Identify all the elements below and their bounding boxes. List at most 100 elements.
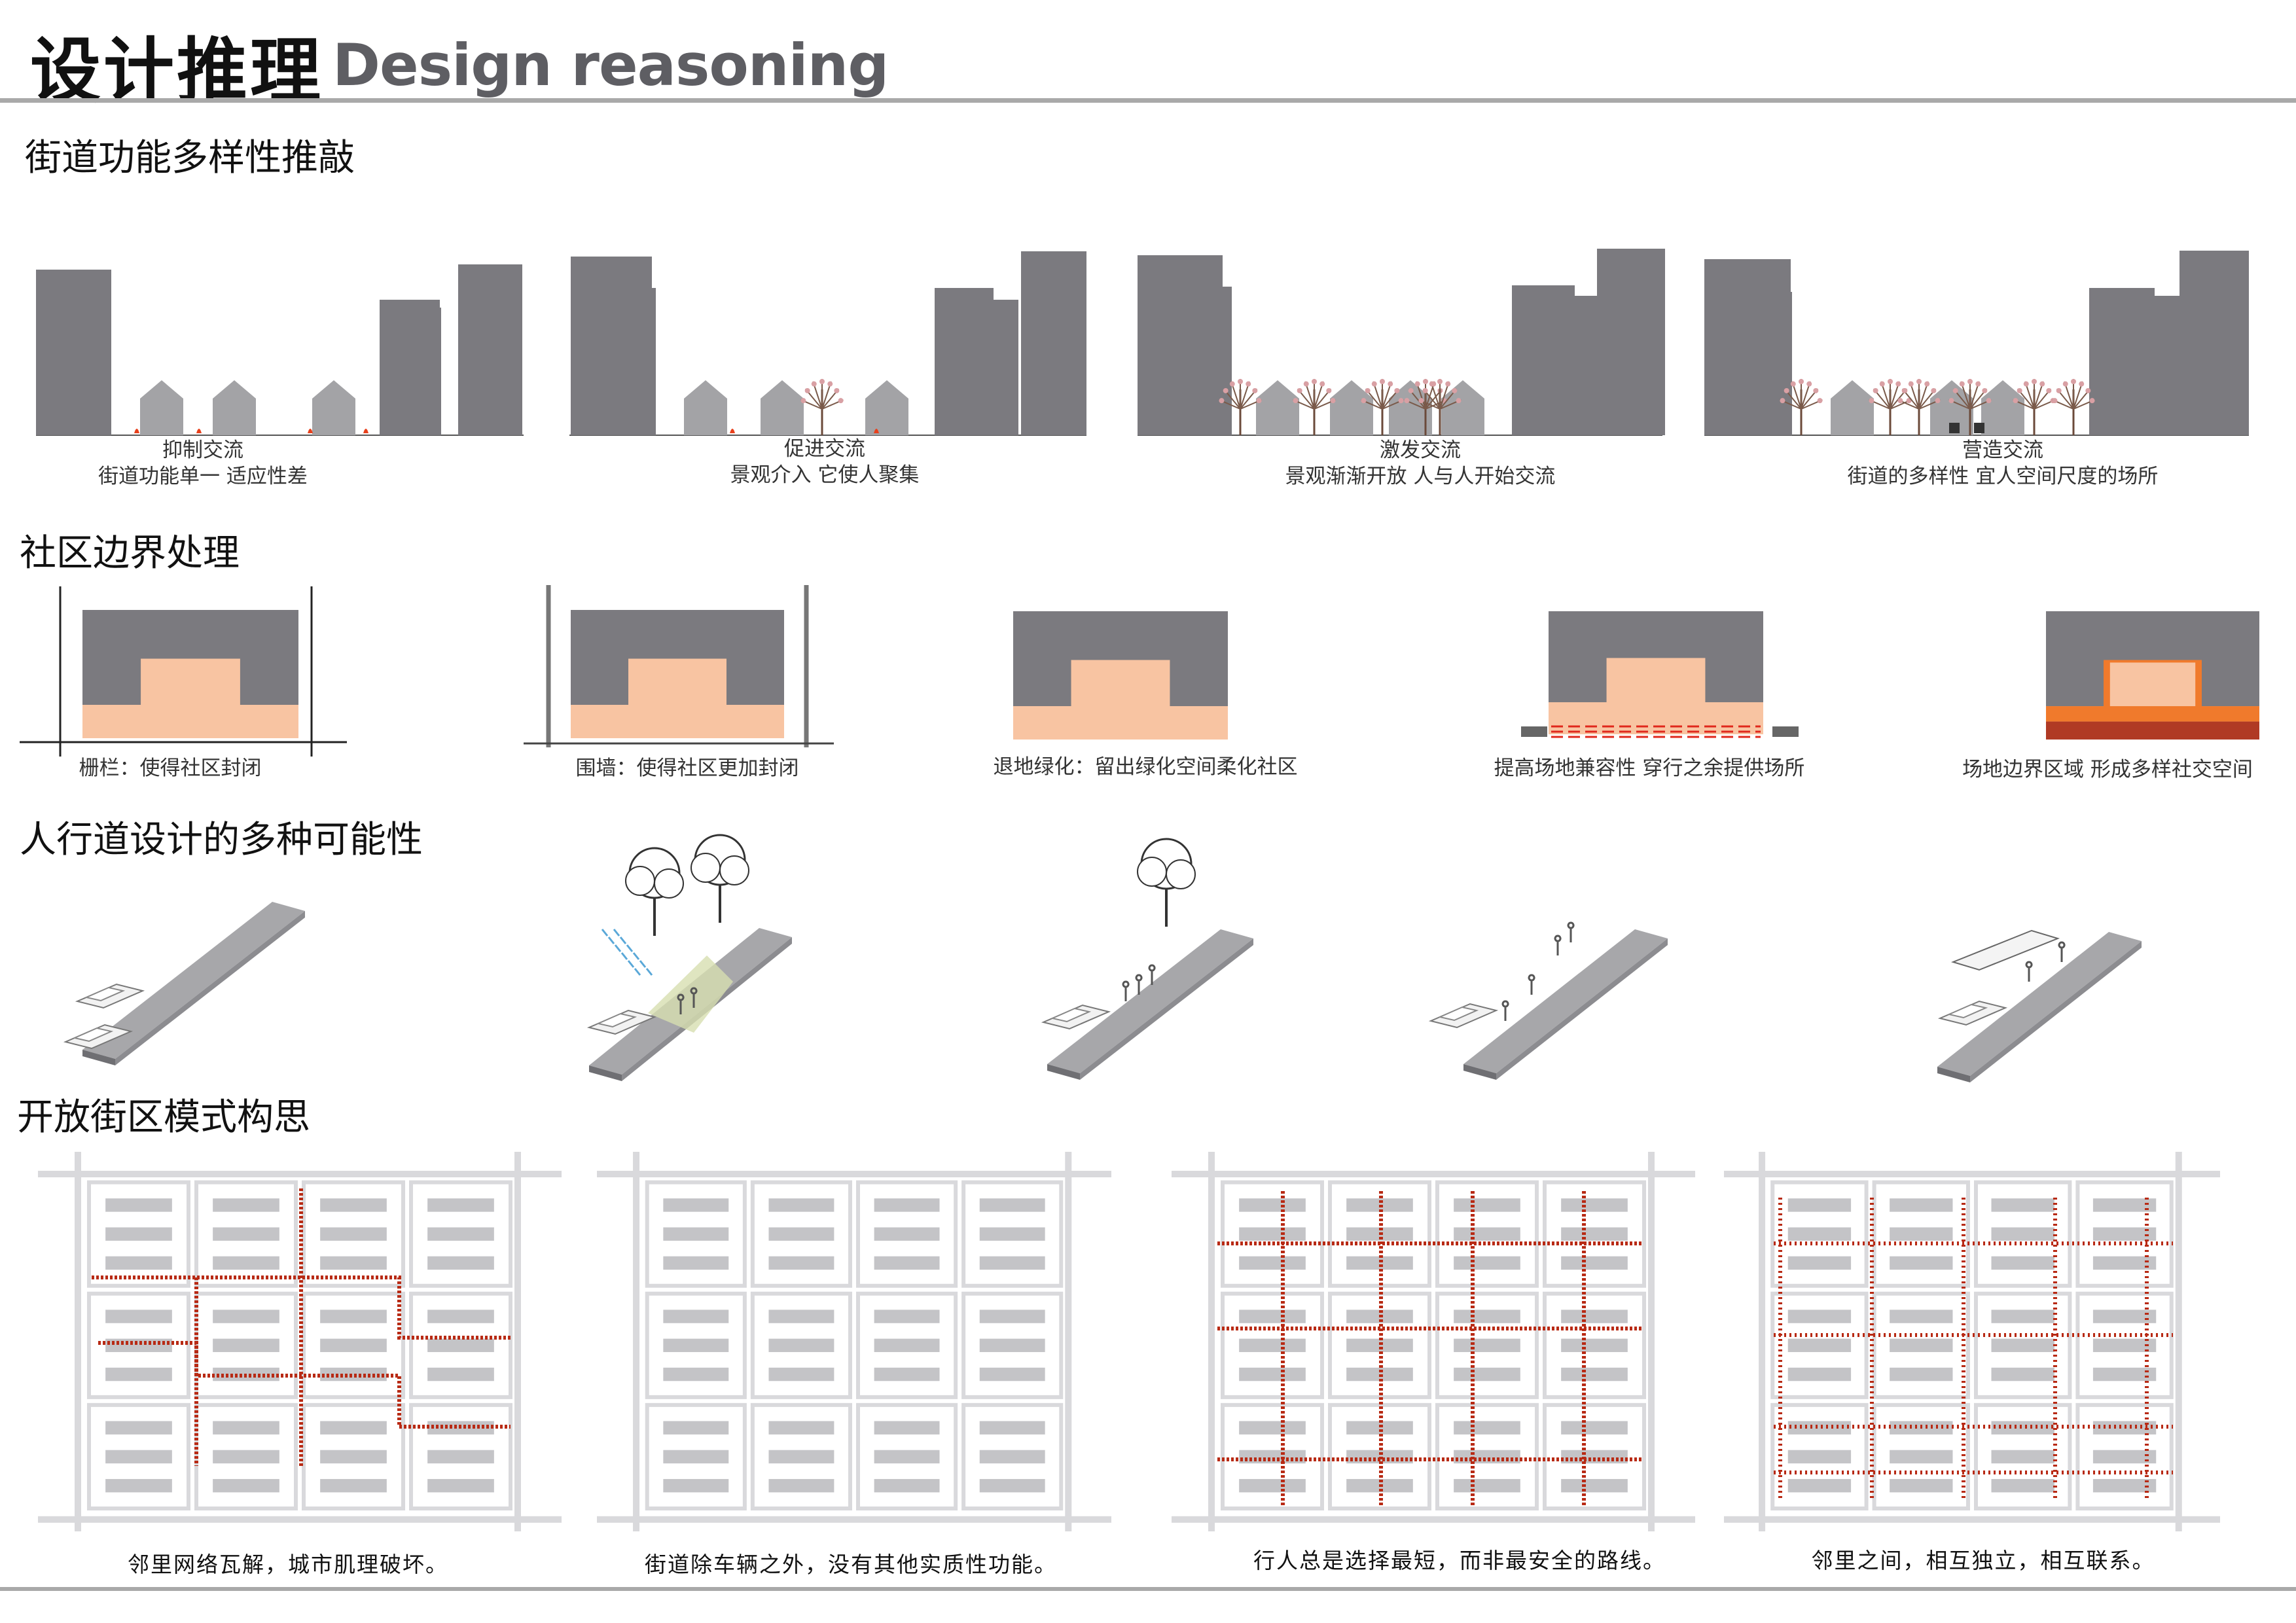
tree-blossom [1238, 379, 1243, 384]
block-outline [1221, 1291, 1324, 1399]
block-outline [1221, 1180, 1324, 1288]
pedestrian [690, 987, 698, 1008]
block-diagram-4 [1724, 1152, 2220, 1531]
tree-blossom [1422, 387, 1428, 393]
building-footprint [1561, 1338, 1628, 1353]
block-outline [1435, 1291, 1539, 1399]
building-footprint [213, 1198, 279, 1212]
tree-blossom [1445, 381, 1451, 387]
building-footprint [213, 1450, 279, 1464]
building-footprint [874, 1450, 940, 1464]
tree [1219, 379, 1262, 435]
boundary-caption-4: 提高场地兼容性 穿行之余提供场所 [1494, 757, 1805, 780]
boundary-caption-5: 场地边界区域 形成多样社交空间 [1962, 758, 2253, 781]
car-roof [1050, 1007, 1092, 1023]
sidewalk-edge [82, 1050, 115, 1065]
flame-mark [134, 429, 139, 433]
tower [2153, 296, 2182, 435]
building-footprint [663, 1421, 729, 1435]
building-footprint [427, 1450, 494, 1464]
tower [419, 308, 441, 435]
block-caption-3: 行人总是选择最短，而非最安全的路线。 [1253, 1548, 1666, 1573]
tree-blossom [1319, 381, 1325, 387]
fence-block [82, 610, 298, 738]
street-v [1648, 1152, 1655, 1531]
building-footprint [2092, 1227, 2157, 1241]
building-footprint [1561, 1367, 1628, 1382]
building-footprint [1787, 1256, 1852, 1270]
tree-blossom [1293, 398, 1299, 404]
block-outline [1543, 1402, 1646, 1511]
block-outline [1770, 1291, 1869, 1399]
house [1831, 380, 1874, 435]
building-footprint [213, 1478, 279, 1493]
tree-blossom [838, 398, 844, 404]
flame-mark [874, 429, 879, 433]
building-footprint [1561, 1256, 1628, 1270]
block-outline [409, 1291, 512, 1399]
building-footprint [979, 1198, 1045, 1212]
tree-blossom [1365, 387, 1371, 393]
community-frontage [1013, 706, 1228, 740]
block-outline [1328, 1180, 1431, 1288]
block-outline [750, 1402, 852, 1511]
sidewalk-diagrams [63, 834, 2142, 1082]
rain-mark [601, 929, 620, 936]
tree-blossom [1967, 379, 1973, 384]
tree-blossom [1986, 398, 1992, 404]
sidewalk-3 [1047, 929, 1253, 1080]
block-outline [194, 1291, 298, 1399]
tree-blossom [1394, 387, 1400, 393]
boundary-diagrams [20, 585, 2259, 757]
tower [2089, 288, 2155, 435]
block-outline [1974, 1291, 2072, 1399]
tree-blossom [834, 387, 840, 393]
building-footprint [427, 1198, 494, 1212]
tree-blossom [1388, 381, 1393, 387]
street-v [514, 1152, 521, 1531]
building-footprint [979, 1227, 1045, 1241]
tree [1780, 379, 1823, 435]
building-footprint [105, 1256, 172, 1270]
building-footprint [1890, 1478, 1953, 1493]
building-footprint [2092, 1310, 2157, 1323]
building-footprint [2092, 1256, 2157, 1270]
block-outline [87, 1180, 190, 1288]
building-footprint [320, 1478, 387, 1493]
building-footprint [427, 1478, 494, 1493]
tower [1571, 296, 1600, 435]
house [1930, 380, 1973, 435]
pedestrian [1528, 974, 1535, 995]
block-outline [1770, 1402, 1869, 1511]
tower [458, 264, 522, 435]
block-outline [856, 1291, 958, 1399]
building-footprint [1991, 1478, 2054, 1493]
tree [1869, 379, 1912, 435]
building-footprint [1239, 1198, 1306, 1212]
block-outline [1872, 1402, 1971, 1511]
block-outline [1543, 1180, 1646, 1288]
building-footprint [1890, 1310, 1953, 1323]
tree-blossom [1414, 381, 1420, 387]
tree-blossom [1780, 398, 1785, 404]
tree-blossom [2071, 379, 2076, 384]
section-title-block: 开放街区模式构思 [17, 1096, 310, 1139]
building-footprint [1239, 1478, 1306, 1493]
street-h [1724, 1171, 2220, 1177]
header-rule [0, 98, 2296, 103]
building-footprint [320, 1421, 387, 1435]
boundary-caption-1: 栅栏：使得社区封闭 [79, 757, 262, 780]
street-h [1172, 1516, 1695, 1523]
building-footprint [1454, 1338, 1520, 1353]
block-outline [302, 1291, 405, 1399]
building-footprint [1890, 1450, 1953, 1464]
tree-blossom [1817, 398, 1823, 404]
pedestrian-path [92, 1275, 511, 1340]
tree-blossom [1361, 398, 1367, 404]
tree-blossom [1897, 398, 1903, 404]
tree [1897, 379, 1941, 435]
tree-blossom [1982, 387, 1988, 393]
tree-blossom [1935, 398, 1941, 404]
sidewalk-edge [1496, 938, 1668, 1080]
block-outline [750, 1180, 852, 1288]
